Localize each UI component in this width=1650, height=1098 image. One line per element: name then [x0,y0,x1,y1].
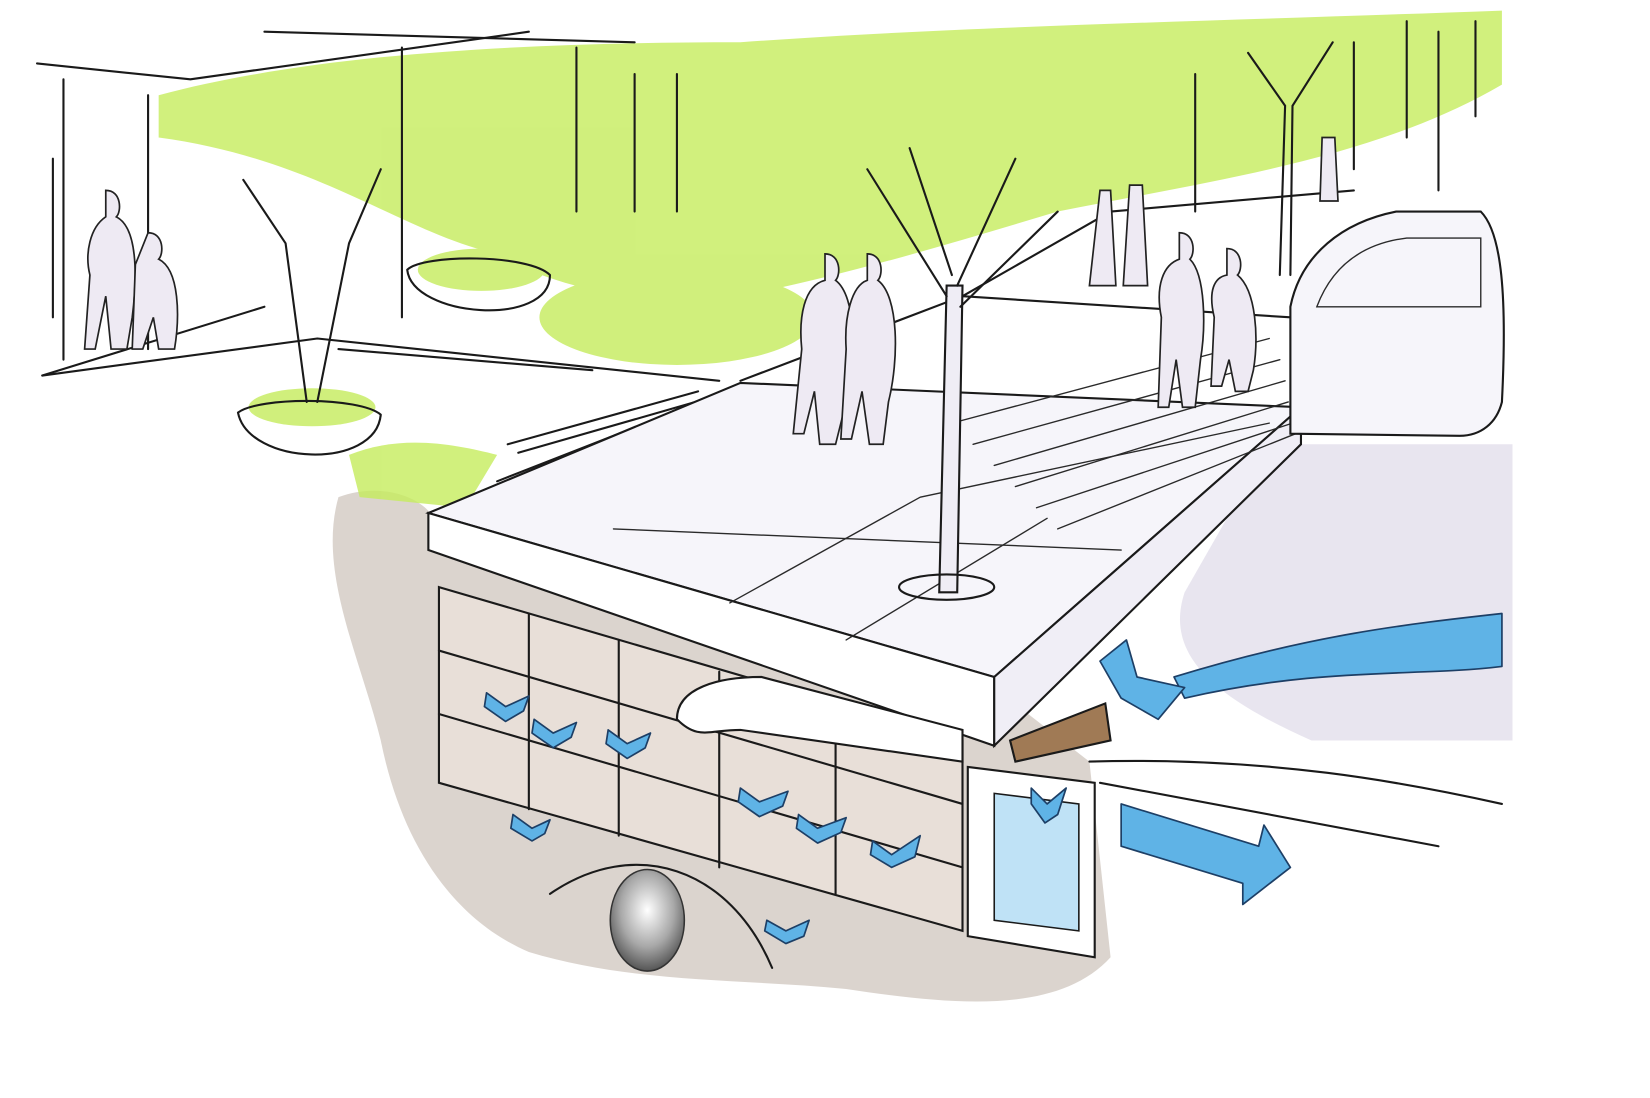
chevron-down-arrow-icon [795,813,847,844]
road-edge [1088,759,1503,848]
chevron-down-arrow-icon [763,919,810,945]
culvert-arch [548,863,774,969]
tree-base [897,573,996,601]
chevron-down-arrow-icon [1030,787,1067,824]
person-figure [1157,231,1205,409]
chevron-down-arrow-icon [531,718,578,749]
culvert-pipe-opening [609,868,686,972]
tree-right [1247,41,1334,277]
parked-car [1289,210,1505,437]
people [83,136,1339,446]
person-figure [1122,184,1149,287]
chevron-down-arrow-icon [869,834,922,869]
tree-center [866,147,1059,601]
chevron-down-arrow-icon [483,692,530,723]
person-figure [1210,247,1257,393]
chevron-down-arrow-icon [510,813,551,842]
grate [1008,701,1112,763]
person-figure [1319,136,1339,202]
shrub-bed [539,269,815,365]
car-window [1315,237,1482,308]
perforated-pipe [675,675,964,763]
outflow-arrow-icon [1120,803,1292,906]
planter-bowl [236,399,382,456]
building-left [35,20,1477,377]
inflow-arrow-icon [1099,639,1186,721]
foliage [158,10,1502,508]
planter-bowl [406,257,552,312]
paving-slab-end [993,404,1303,749]
channel-drain [506,390,708,454]
canopy-band [158,10,1502,299]
person-figure [1088,189,1117,287]
person-figure [839,253,897,446]
grass-verge [349,442,498,508]
person-figure [83,189,136,350]
catch-basin [966,701,1112,959]
pavers [951,337,1297,530]
planter-foliage [248,388,376,427]
sidewalk-lines [41,189,1355,483]
planter-foliage [417,248,545,291]
infiltration-arrows [483,692,1067,945]
person-figure [131,231,179,350]
chevron-down-arrow-icon [737,787,789,818]
chevron-down-arrow-icon [605,729,652,760]
tree-left [242,168,382,404]
